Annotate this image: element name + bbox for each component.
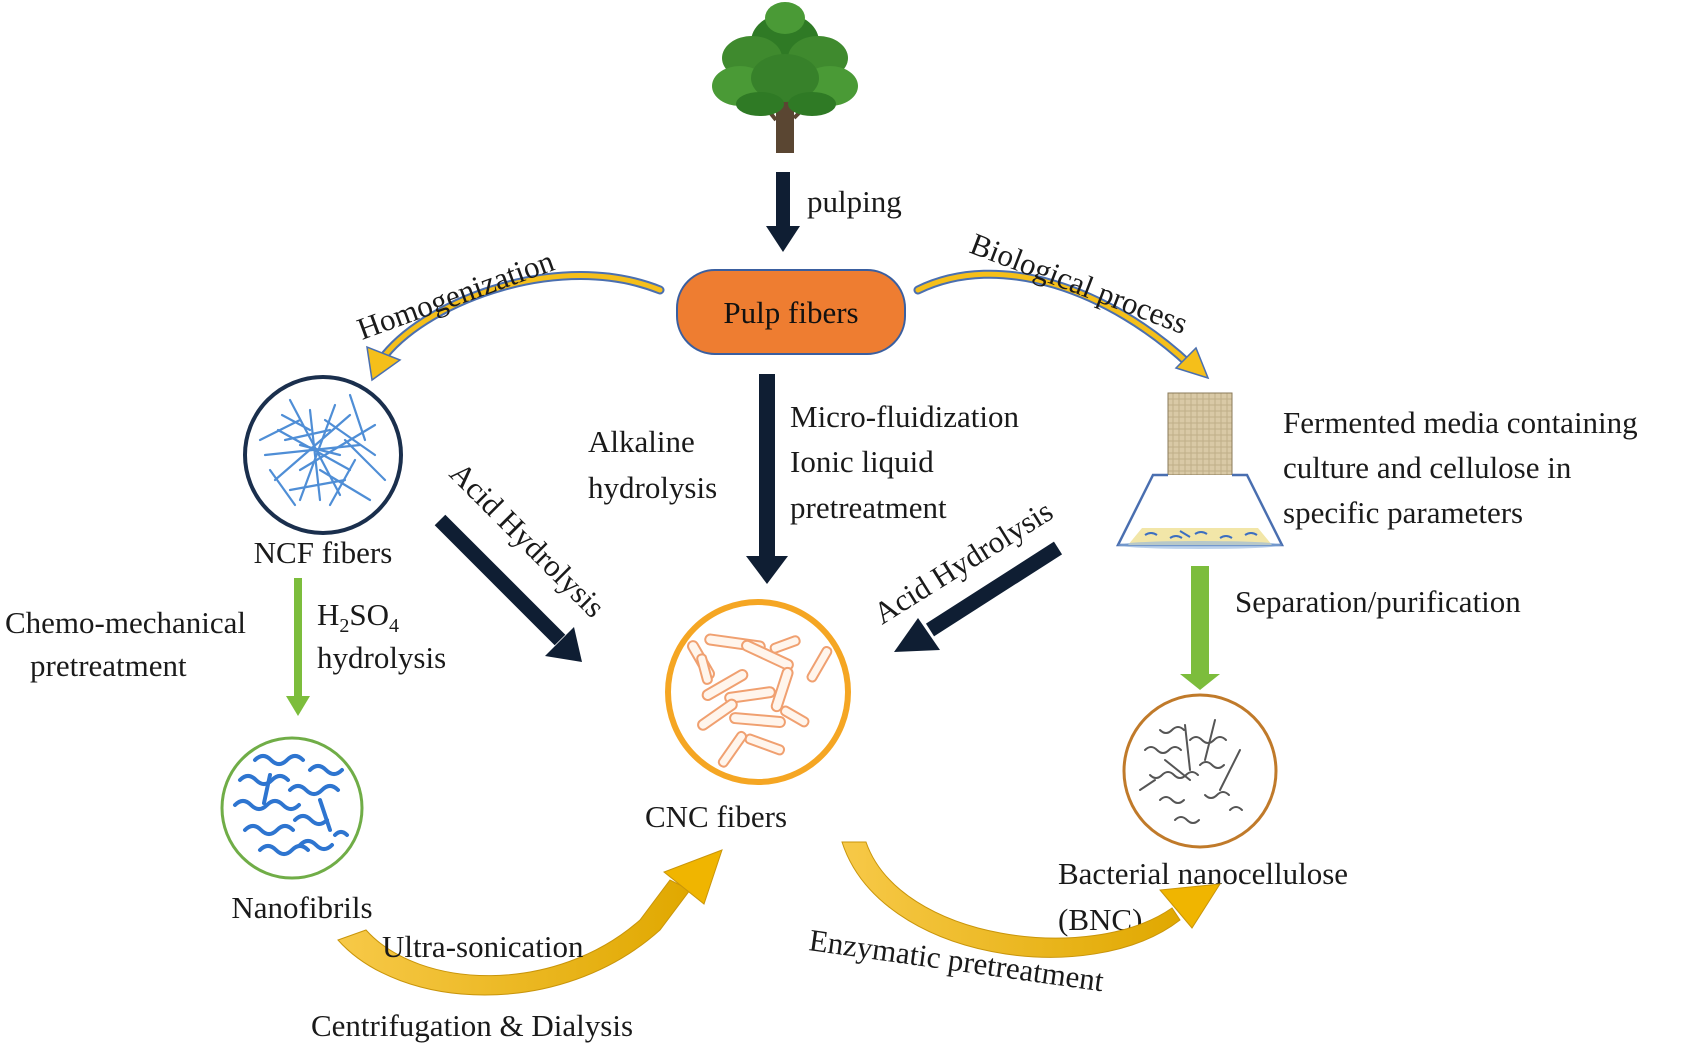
- fermented-media-label-2: culture and cellulose in: [1283, 450, 1572, 485]
- enzymatic-pretreatment-arrow: [841, 841, 1221, 958]
- alkaline-label-1: Alkaline: [588, 424, 695, 459]
- acid-hydrolysis-right-arrow: [894, 541, 1063, 652]
- acid-hydrolysis-left-arrow: [434, 514, 582, 662]
- flask-to-bnc-arrow: [1180, 566, 1220, 690]
- ultrasonication-label: Ultra-sonication: [382, 929, 584, 964]
- ncf-fibers-label: NCF fibers: [254, 535, 393, 570]
- separation-purification-label: Separation/purification: [1235, 584, 1521, 619]
- flask-culture: [1144, 530, 1258, 539]
- fermented-media-label-1: Fermented media containing: [1283, 405, 1638, 440]
- pulp-fibers-label: Pulp fibers: [723, 295, 858, 330]
- ncf-fiber-network: [258, 393, 387, 507]
- pulping-label: pulping: [807, 184, 902, 219]
- fermentation-flask-icon: [1115, 392, 1285, 549]
- h2so4-hydrolysis-label: hydrolysis: [317, 640, 446, 675]
- ultrasonication-arrow: [337, 849, 723, 996]
- pulping-arrow: [766, 172, 800, 252]
- pretreatment-label: pretreatment: [790, 490, 947, 525]
- ionic-liquid-label: Ionic liquid: [790, 444, 934, 479]
- cnc-rods: [687, 633, 833, 768]
- alkaline-label-2: hydrolysis: [588, 470, 717, 505]
- bnc-fiber-network: [1139, 719, 1243, 824]
- chemo-mechanical-label-2: pretreatment: [30, 648, 187, 683]
- homogenization-arrow: [366, 271, 665, 382]
- pulp-fibers-node: Pulp fibers: [676, 269, 906, 355]
- cnc-fibers-label: CNC fibers: [645, 799, 787, 834]
- ncf-fibers-node: NCF fibers: [243, 375, 403, 570]
- svg-text:H2SO4: H2SO4: [317, 597, 399, 637]
- h2so4-label: H2SO4: [317, 597, 399, 637]
- pulp-to-cnc-arrow: [746, 374, 788, 584]
- homogenization-label: Homogenization: [352, 243, 559, 347]
- micro-fluidization-label: Micro-fluidization: [790, 399, 1019, 434]
- nanofibrils-node: Nanofibrils: [220, 736, 373, 925]
- cnc-fibers-node: CNC fibers: [645, 599, 851, 834]
- chemo-mechanical-label-1: Chemo-mechanical: [5, 605, 246, 640]
- centrifugation-dialysis-label: Centrifugation & Dialysis: [311, 1008, 633, 1043]
- biological-process-label: Biological process: [965, 226, 1192, 341]
- bnc-label-1: Bacterial nanocellulose: [1058, 856, 1348, 891]
- tree-icon: [712, 2, 858, 153]
- fermented-media-label-3: specific parameters: [1283, 495, 1523, 530]
- bnc-node: [1122, 693, 1278, 849]
- ncf-to-nanofibrils-arrow: [286, 578, 310, 716]
- biological-process-arrow: [913, 269, 1210, 380]
- nanofibril-strands: [233, 754, 349, 856]
- nanofibrils-label: Nanofibrils: [231, 890, 372, 925]
